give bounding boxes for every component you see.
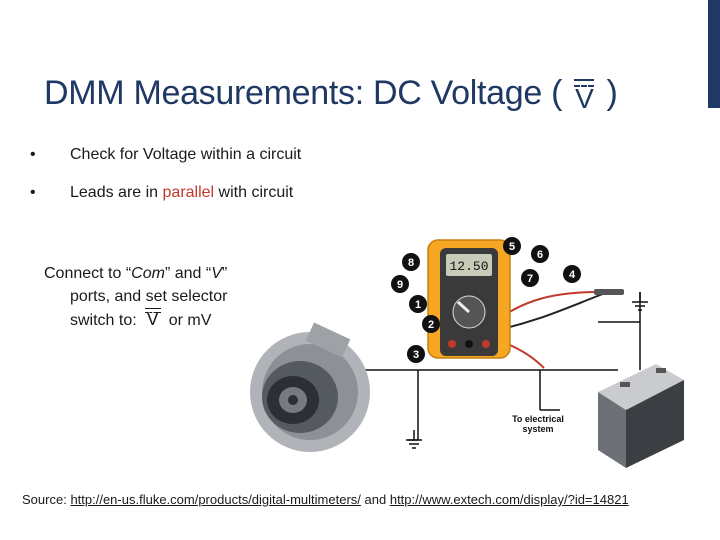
svg-text:6: 6	[537, 249, 543, 261]
ground-symbol-top	[632, 292, 648, 311]
bullet-text: Check for Voltage within a circuit	[70, 146, 302, 163]
source-label: Source:	[22, 492, 67, 507]
fluke-source-link[interactable]: http://en-us.fluke.com/products/digital-…	[70, 492, 361, 507]
connect-instructions: Connect to “Com” and “V” ports, and set …	[44, 262, 284, 332]
bullet-list: • Check for Voltage within a circuit • L…	[30, 144, 330, 220]
callout-9: 9	[391, 275, 409, 293]
svg-text:9: 9	[397, 279, 403, 291]
callout-4: 4	[563, 265, 581, 283]
parallel-highlight: parallel	[162, 184, 215, 201]
dc-voltage-symbol: V	[571, 79, 597, 115]
connect-text: ” and “	[164, 265, 212, 282]
svg-text:1: 1	[415, 299, 421, 311]
callout-3: 3	[407, 345, 425, 363]
callout-5: 5	[503, 237, 521, 255]
svg-text:2: 2	[428, 319, 434, 331]
callout-2: 2	[422, 315, 440, 333]
bullet-dot: •	[30, 184, 36, 201]
electrical-system-label-line1: To electrical	[512, 414, 564, 424]
svg-text:4: 4	[569, 269, 576, 281]
title-text: DMM Measurements: DC Voltage (	[44, 74, 563, 112]
svg-text:7: 7	[527, 273, 533, 285]
svg-text:5: 5	[509, 241, 515, 253]
battery-image	[598, 364, 684, 468]
bullet-item: • Leads are in parallel with circuit	[30, 182, 330, 204]
dc-voltage-letter: V	[146, 309, 159, 329]
svg-text:8: 8	[408, 257, 414, 269]
callout-6: 6	[531, 245, 549, 263]
connect-text: Connect to “	[44, 265, 132, 282]
connect-text: or mV	[168, 312, 212, 329]
slide-title: DMM Measurements: DC Voltage ( V )	[44, 74, 618, 115]
v-port-label: V	[211, 265, 222, 282]
multimeter-circuit-figure: 12.50 8 9 1 2 3 5 6 7 4 To electrical sy…	[250, 237, 684, 468]
accent-bar	[708, 0, 720, 108]
bullet-item: • Check for Voltage within a circuit	[30, 144, 330, 166]
dc-voltage-symbol-small: V	[143, 308, 163, 331]
alternator-image	[250, 322, 370, 452]
svg-text:3: 3	[413, 349, 419, 361]
electrical-system-label-line2: system	[522, 424, 553, 434]
connect-line-2: ports, and set selector	[70, 288, 228, 305]
com-port-label: Com	[131, 265, 165, 282]
connect-line-1: Connect to “Com” and “V”	[44, 262, 284, 285]
dc-voltage-letter: V	[575, 83, 594, 114]
source-and: and	[364, 492, 387, 507]
callout-1: 1	[409, 295, 427, 313]
connect-text: switch to:	[70, 312, 137, 329]
bullet-text: Leads are in	[70, 184, 163, 201]
meter-display-reading: 12.50	[449, 259, 488, 274]
bullet-dot: •	[30, 146, 36, 163]
extech-source-link[interactable]: http://www.extech.com/display/?id=14821	[389, 492, 629, 507]
bullet-text-end: with circuit	[214, 184, 294, 201]
callout-markers: 8 9 1 2 3 5 6 7 4	[391, 237, 581, 363]
multimeter-image: 12.50	[427, 239, 511, 359]
callout-8: 8	[402, 253, 420, 271]
title-suffix: )	[606, 74, 618, 112]
callout-7: 7	[521, 269, 539, 287]
source-citation: Source: http://en-us.fluke.com/products/…	[22, 492, 629, 507]
connect-text: ”	[221, 265, 228, 282]
ground-symbol-bottom	[406, 430, 422, 449]
